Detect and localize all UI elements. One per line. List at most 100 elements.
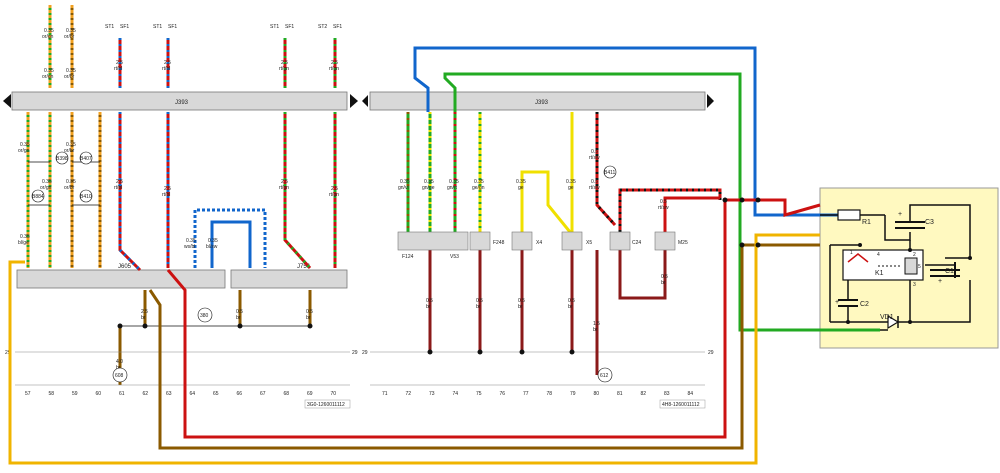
junction-dot [142, 323, 148, 329]
column-number: 64 [190, 391, 196, 397]
wire-color: rt/sw [589, 185, 600, 191]
wire-color: or/br [64, 148, 75, 154]
wire-gauge: 0.5 [660, 199, 667, 205]
wire-color: br [306, 315, 311, 321]
wire-color: rt/gn [329, 192, 339, 198]
column-number: 75 [476, 391, 482, 397]
ground-612 [597, 367, 613, 383]
column-number: 69 [307, 391, 313, 397]
component-label: C24 [632, 240, 641, 246]
bus-left-arrow-left [3, 94, 11, 108]
wire-color: rt/bl [162, 192, 170, 198]
wire-gauge: 0.5 [306, 309, 313, 315]
wire-color: ge [568, 185, 574, 191]
column-number: 83 [664, 391, 670, 397]
r1-label: R1 [862, 219, 871, 226]
wire-color: gn/vi [398, 185, 409, 191]
column-number: 82 [641, 391, 647, 397]
wire-color: rt/bl [162, 66, 170, 72]
pin-label: 3 [913, 282, 916, 288]
splice-b884 [603, 165, 617, 179]
bottom-left-wires [118, 290, 312, 385]
vd1-label: VD1 [880, 314, 894, 321]
wire-color: ge/gn [472, 185, 485, 191]
column-number: 65 [213, 391, 219, 397]
wire-color: br [518, 304, 523, 310]
junction-dot [117, 323, 123, 329]
wire-color: gn/rt [447, 185, 458, 191]
ground-label: 380 [200, 313, 209, 319]
relay-circuit [820, 204, 972, 331]
wire-gauge: 0.35 [66, 68, 76, 74]
k1-label: K1 [875, 270, 884, 277]
bus-label-left: J393 [175, 100, 189, 106]
fuse-label: ST1 [270, 24, 279, 30]
splice-b410 [79, 189, 93, 203]
wire-gauge: 4.0 [116, 359, 123, 365]
component-label: X4 [536, 240, 542, 246]
column-number: 78 [547, 391, 553, 397]
wire-gauge: 1.5 [593, 321, 600, 327]
junction-dot [739, 242, 745, 248]
column-number: 74 [453, 391, 459, 397]
ground-608 [112, 367, 128, 383]
fuse-label: ST1 [105, 24, 114, 30]
wire-gauge: 0.35 [42, 179, 52, 185]
wire-gauge: 0.5 [426, 298, 433, 304]
wire-gauge: 0.35 [44, 28, 54, 34]
wire-gauge: 2.5 [164, 60, 171, 66]
column-number: 70 [331, 391, 337, 397]
column-number: 67 [260, 391, 266, 397]
wire-color: or/br [64, 185, 75, 191]
column-number: 59 [72, 391, 78, 397]
component-c24 [609, 231, 631, 251]
wire-color: rt/gn [329, 66, 339, 72]
page-ref-right-box [659, 399, 706, 409]
module-j756-label: J756 [297, 264, 311, 270]
column-number: 57 [25, 391, 31, 397]
splice-label: B411 [604, 170, 616, 176]
pin-label: 5 [918, 264, 921, 270]
splice-label: B407 [80, 156, 92, 162]
wire-color: br [476, 304, 481, 310]
pin-label: 1 [850, 250, 853, 256]
junction-dot [755, 242, 761, 248]
fuse-label: SF1 [333, 24, 342, 30]
column-number: 73 [429, 391, 435, 397]
ground-bus-label: 29 [5, 350, 11, 356]
column-number: 79 [570, 391, 576, 397]
ground-label: 612 [600, 373, 609, 379]
wire-gauge: 0.35 [400, 179, 410, 185]
wire-color: rt/gn [279, 66, 289, 72]
junction-dot [569, 349, 575, 355]
junction-dot [477, 349, 483, 355]
top-red-wires [118, 38, 337, 88]
diode-vd1 [887, 314, 900, 330]
junction-dot [739, 197, 745, 203]
page-ref-left-box [304, 399, 351, 409]
wire-color: ge [518, 185, 524, 191]
top-left-wires [48, 5, 74, 88]
wire-gauge: 0.5 [568, 298, 575, 304]
column-number: 62 [143, 391, 149, 397]
wire-gauge: 0.5 [591, 149, 598, 155]
column-number: 61 [119, 391, 125, 397]
module-j605-label: J605 [118, 264, 132, 270]
component-f124 [397, 231, 469, 251]
wire-gauge: 0.35 [474, 179, 484, 185]
wire-gauge: 2.5 [141, 309, 148, 315]
wire-color: or/gn [40, 185, 52, 191]
wire-color: br [593, 327, 598, 333]
wire-gauge: 0.35 [44, 68, 54, 74]
right-panel-wires [406, 46, 880, 375]
fuse-label: SF1 [120, 24, 129, 30]
wire-color: rt/bl [114, 66, 122, 72]
fuse-label: SF1 [168, 24, 177, 30]
column-number: 60 [96, 391, 102, 397]
ground-bus-label: 29 [362, 350, 368, 356]
c3-label: C3 [925, 219, 934, 226]
wire-gauge: 0.35 [566, 179, 576, 185]
pin-label: 2 [913, 252, 916, 258]
